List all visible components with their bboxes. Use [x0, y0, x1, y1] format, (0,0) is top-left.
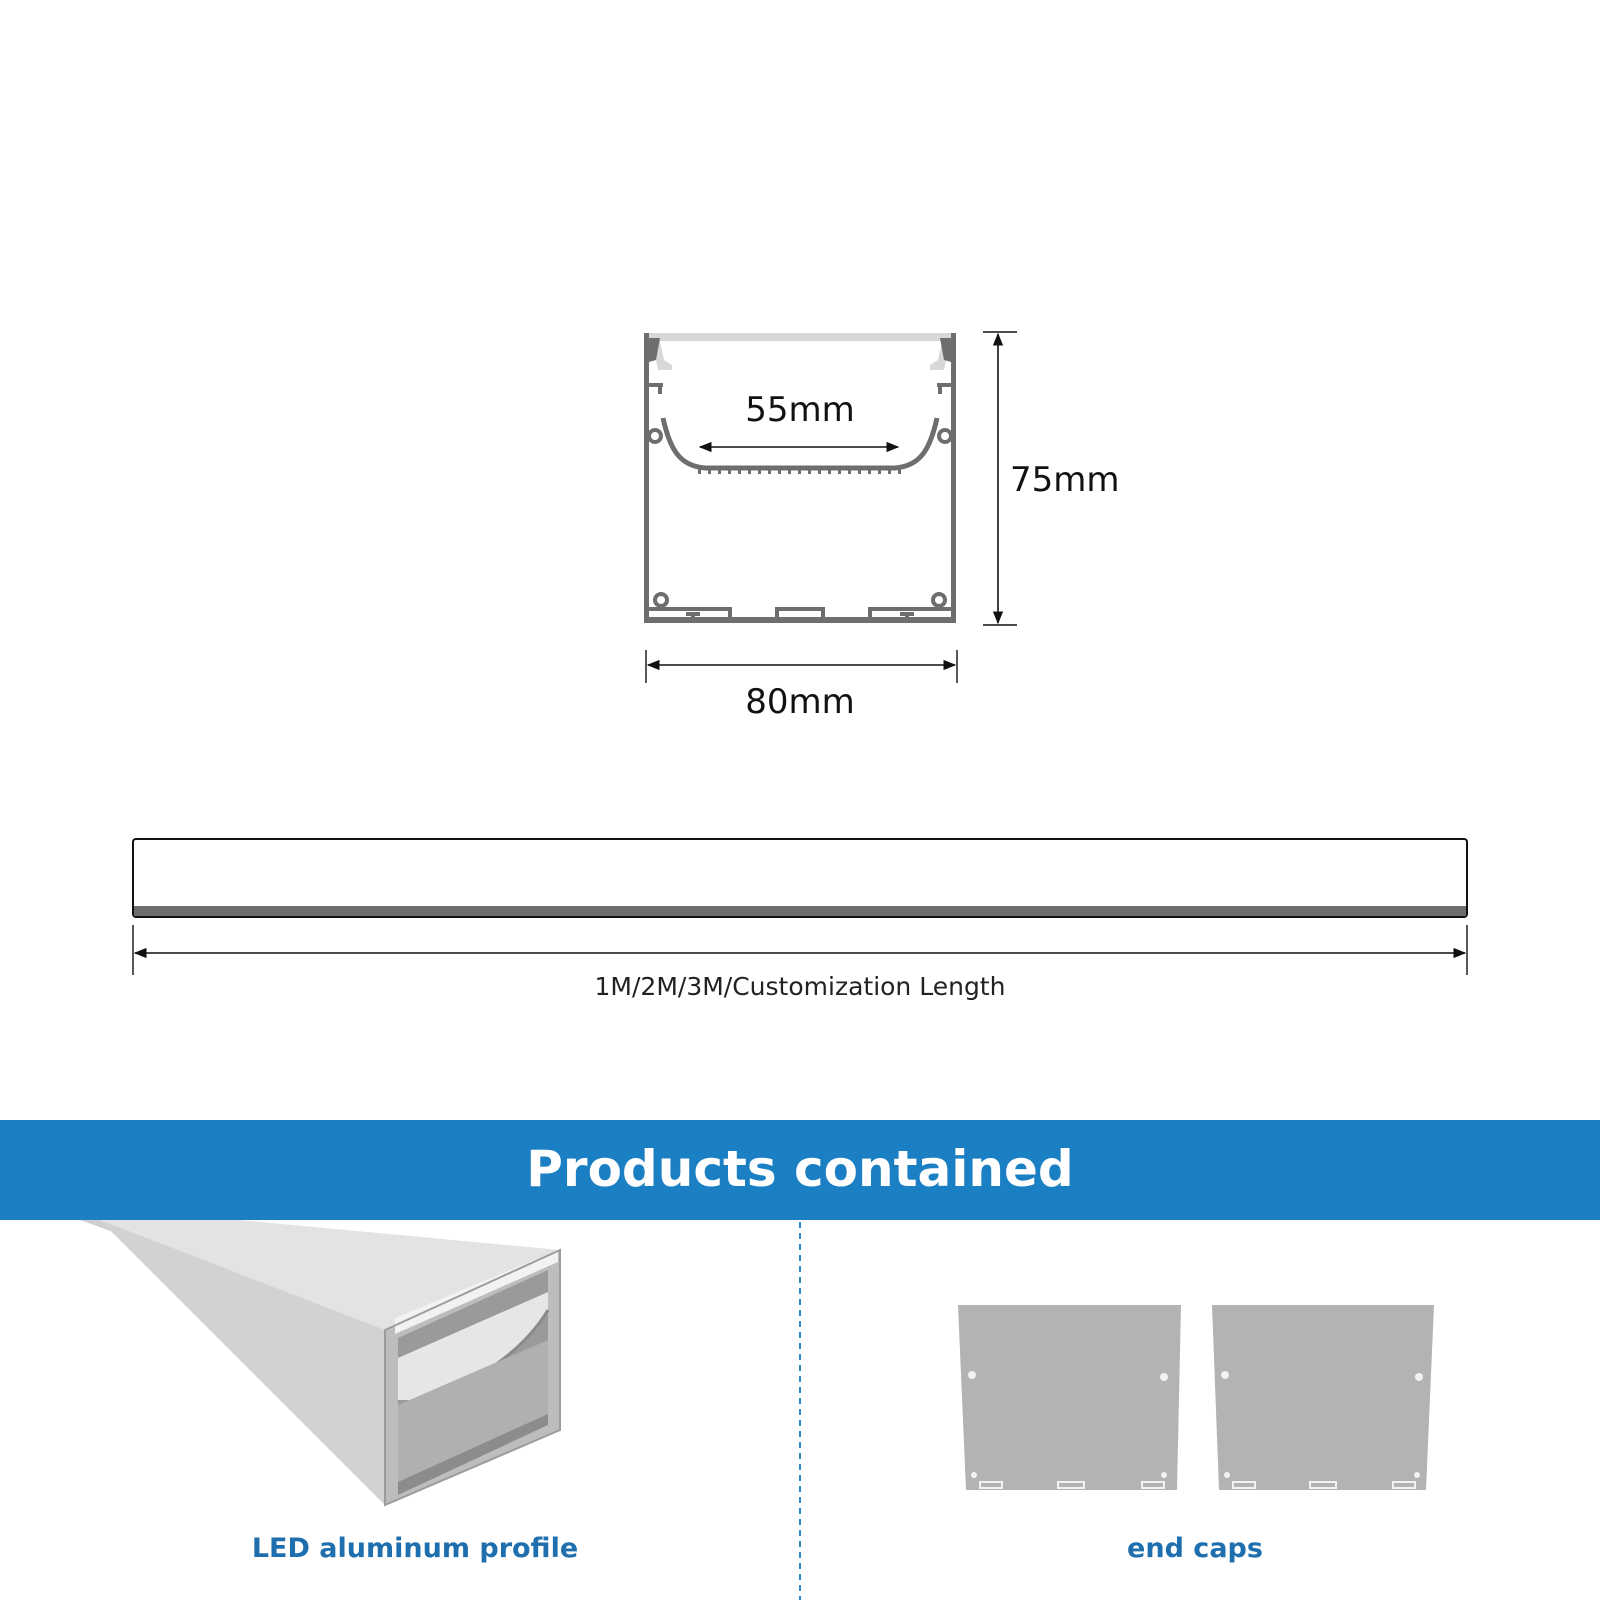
fin [728, 468, 731, 474]
fin [748, 468, 751, 474]
fin [828, 468, 831, 474]
fin [778, 468, 781, 474]
fin [888, 468, 891, 474]
aluminum-profile-icon [80, 1220, 561, 1507]
fin [708, 468, 711, 474]
fin [788, 468, 791, 474]
fin [798, 468, 801, 474]
fin [818, 468, 821, 474]
fin [758, 468, 761, 474]
fin [868, 468, 871, 474]
fin [898, 468, 901, 474]
fin [738, 468, 741, 474]
profile-caption: LED aluminum profile [251, 1533, 579, 1564]
profile-side-view-icon [132, 838, 1468, 918]
fin [808, 468, 811, 474]
fin [768, 468, 771, 474]
diffuser [648, 333, 954, 341]
fin [848, 468, 851, 474]
end-cap-icon [1212, 1305, 1434, 1490]
fin [698, 468, 701, 474]
inner-width-label: 55mm [745, 390, 855, 430]
height-label: 75mm [1010, 460, 1120, 500]
end-caps-caption: end caps [1127, 1533, 1263, 1564]
end-cap-icon [958, 1305, 1181, 1490]
fin [838, 468, 841, 474]
profile-cross-section-icon [132, 331, 1468, 975]
section-title: Products contained [526, 1140, 1074, 1198]
fin [858, 468, 861, 474]
fin [718, 468, 721, 474]
section-banner [0, 1120, 1600, 1220]
fin [878, 468, 881, 474]
outer-width-label: 80mm [745, 682, 855, 722]
length-label: 1M/2M/3M/Customization Length [594, 972, 1006, 1001]
